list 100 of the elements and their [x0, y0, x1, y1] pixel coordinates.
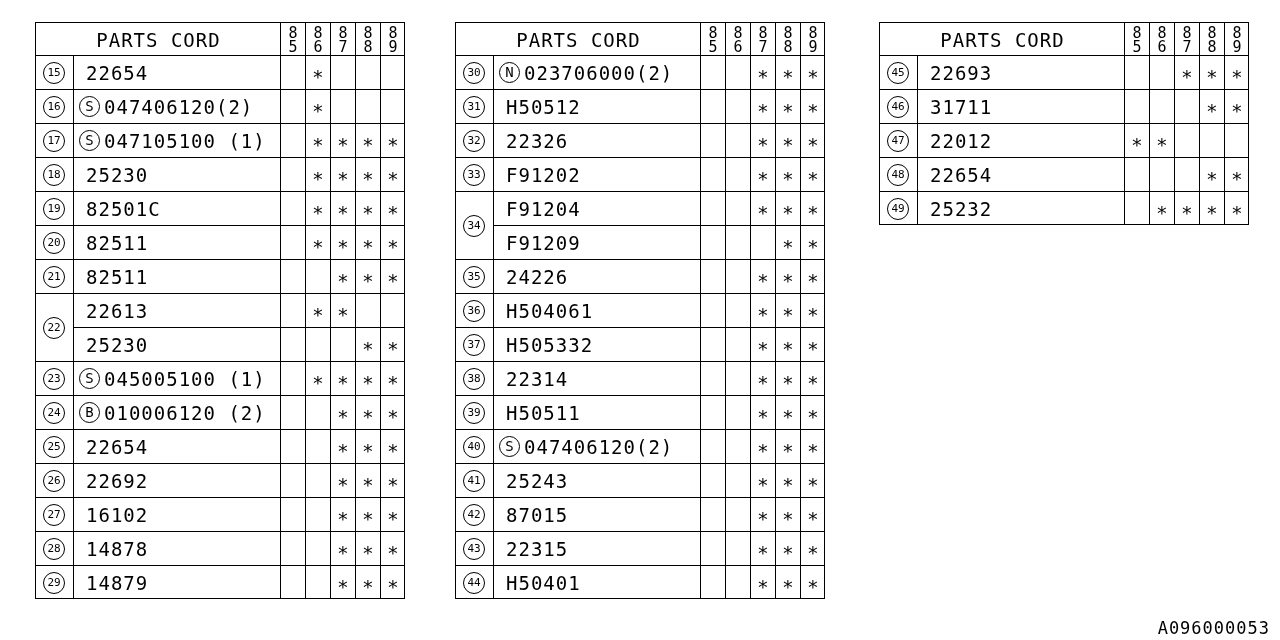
asterisk-mark: ∗ [806, 402, 820, 424]
asterisk-mark: ∗ [1205, 96, 1219, 118]
asterisk-mark: ∗ [361, 334, 375, 356]
asterisk-mark: ∗ [806, 232, 820, 254]
asterisk-mark: ∗ [336, 402, 350, 424]
part-number: 25232 [930, 198, 993, 220]
asterisk-mark: ∗ [781, 334, 795, 356]
year-label: 87 [758, 26, 768, 54]
asterisk-mark: ∗ [756, 572, 770, 594]
asterisk-mark: ∗ [806, 164, 820, 186]
asterisk-mark: ∗ [756, 96, 770, 118]
asterisk-mark: ∗ [361, 538, 375, 560]
asterisk-mark: ∗ [1205, 62, 1219, 84]
part-number: 82511 [86, 232, 149, 254]
year-label: 88 [1207, 26, 1217, 54]
part-number: 047105100 (1) [104, 130, 266, 152]
year-label: 89 [808, 26, 818, 54]
year-label: 89 [388, 26, 398, 54]
asterisk-mark: ∗ [361, 130, 375, 152]
part-number: F91204 [506, 198, 581, 220]
part-number: 22326 [506, 130, 569, 152]
asterisk-mark: ∗ [756, 62, 770, 84]
asterisk-mark: ∗ [1180, 62, 1194, 84]
asterisk-mark: ∗ [336, 164, 350, 186]
part-number: 22613 [86, 300, 149, 322]
part-number: H505332 [506, 334, 594, 356]
asterisk-mark: ∗ [806, 266, 820, 288]
asterisk-mark: ∗ [336, 130, 350, 152]
asterisk-mark: ∗ [361, 266, 375, 288]
asterisk-mark: ∗ [1180, 198, 1194, 220]
year-label: 87 [338, 26, 348, 54]
header-text: PARTS CORD [515, 29, 642, 51]
asterisk-mark: ∗ [336, 300, 350, 322]
asterisk-mark: ∗ [336, 266, 350, 288]
asterisk-mark: ∗ [386, 470, 400, 492]
asterisk-mark: ∗ [361, 504, 375, 526]
asterisk-mark: ∗ [386, 232, 400, 254]
asterisk-mark: ∗ [756, 334, 770, 356]
part-number: 14878 [86, 538, 149, 560]
part-number: 82501C [86, 198, 161, 220]
asterisk-mark: ∗ [311, 130, 325, 152]
asterisk-mark: ∗ [806, 62, 820, 84]
asterisk-mark: ∗ [781, 266, 795, 288]
part-number: 22654 [86, 436, 149, 458]
asterisk-mark: ∗ [336, 198, 350, 220]
year-label: 85 [288, 26, 298, 54]
asterisk-mark: ∗ [311, 198, 325, 220]
part-number: 31711 [930, 96, 993, 118]
asterisk-mark: ∗ [1230, 198, 1244, 220]
header-text: PARTS CORD [95, 29, 222, 51]
part-number: 14879 [86, 572, 149, 594]
asterisk-mark: ∗ [361, 572, 375, 594]
part-number: 047406120(2) [104, 96, 254, 118]
part-number: 82511 [86, 266, 149, 288]
asterisk-mark: ∗ [311, 300, 325, 322]
year-label: 86 [733, 26, 743, 54]
asterisk-mark: ∗ [386, 436, 400, 458]
part-number: 25230 [86, 164, 149, 186]
asterisk-mark: ∗ [311, 164, 325, 186]
asterisk-mark: ∗ [1130, 130, 1144, 152]
asterisk-mark: ∗ [336, 232, 350, 254]
asterisk-mark: ∗ [386, 368, 400, 390]
asterisk-mark: ∗ [361, 402, 375, 424]
part-number: 22654 [86, 62, 149, 84]
asterisk-mark: ∗ [781, 436, 795, 458]
year-label: 86 [313, 26, 323, 54]
part-number: 22012 [930, 130, 993, 152]
asterisk-mark: ∗ [756, 368, 770, 390]
asterisk-mark: ∗ [1205, 164, 1219, 186]
asterisk-mark: ∗ [756, 130, 770, 152]
asterisk-mark: ∗ [336, 470, 350, 492]
part-number: 22314 [506, 368, 569, 390]
asterisk-mark: ∗ [336, 538, 350, 560]
asterisk-mark: ∗ [336, 436, 350, 458]
year-label: 85 [1132, 26, 1142, 54]
asterisk-mark: ∗ [806, 470, 820, 492]
part-number: 22692 [86, 470, 149, 492]
asterisk-mark: ∗ [386, 164, 400, 186]
asterisk-mark: ∗ [781, 96, 795, 118]
asterisk-mark: ∗ [806, 334, 820, 356]
year-label: 85 [708, 26, 718, 54]
part-number: 25230 [86, 334, 149, 356]
part-number: 25243 [506, 470, 569, 492]
asterisk-mark: ∗ [781, 164, 795, 186]
asterisk-mark: ∗ [386, 572, 400, 594]
asterisk-mark: ∗ [781, 300, 795, 322]
asterisk-mark: ∗ [1230, 62, 1244, 84]
asterisk-mark: ∗ [386, 130, 400, 152]
asterisk-mark: ∗ [1155, 130, 1169, 152]
asterisk-mark: ∗ [806, 436, 820, 458]
asterisk-mark: ∗ [386, 402, 400, 424]
asterisk-mark: ∗ [386, 504, 400, 526]
year-label: 88 [783, 26, 793, 54]
part-number: 22654 [930, 164, 993, 186]
asterisk-mark: ∗ [386, 198, 400, 220]
header-text: PARTS CORD [939, 29, 1066, 51]
asterisk-mark: ∗ [806, 300, 820, 322]
asterisk-mark: ∗ [806, 130, 820, 152]
asterisk-mark: ∗ [756, 402, 770, 424]
asterisk-mark: ∗ [336, 572, 350, 594]
